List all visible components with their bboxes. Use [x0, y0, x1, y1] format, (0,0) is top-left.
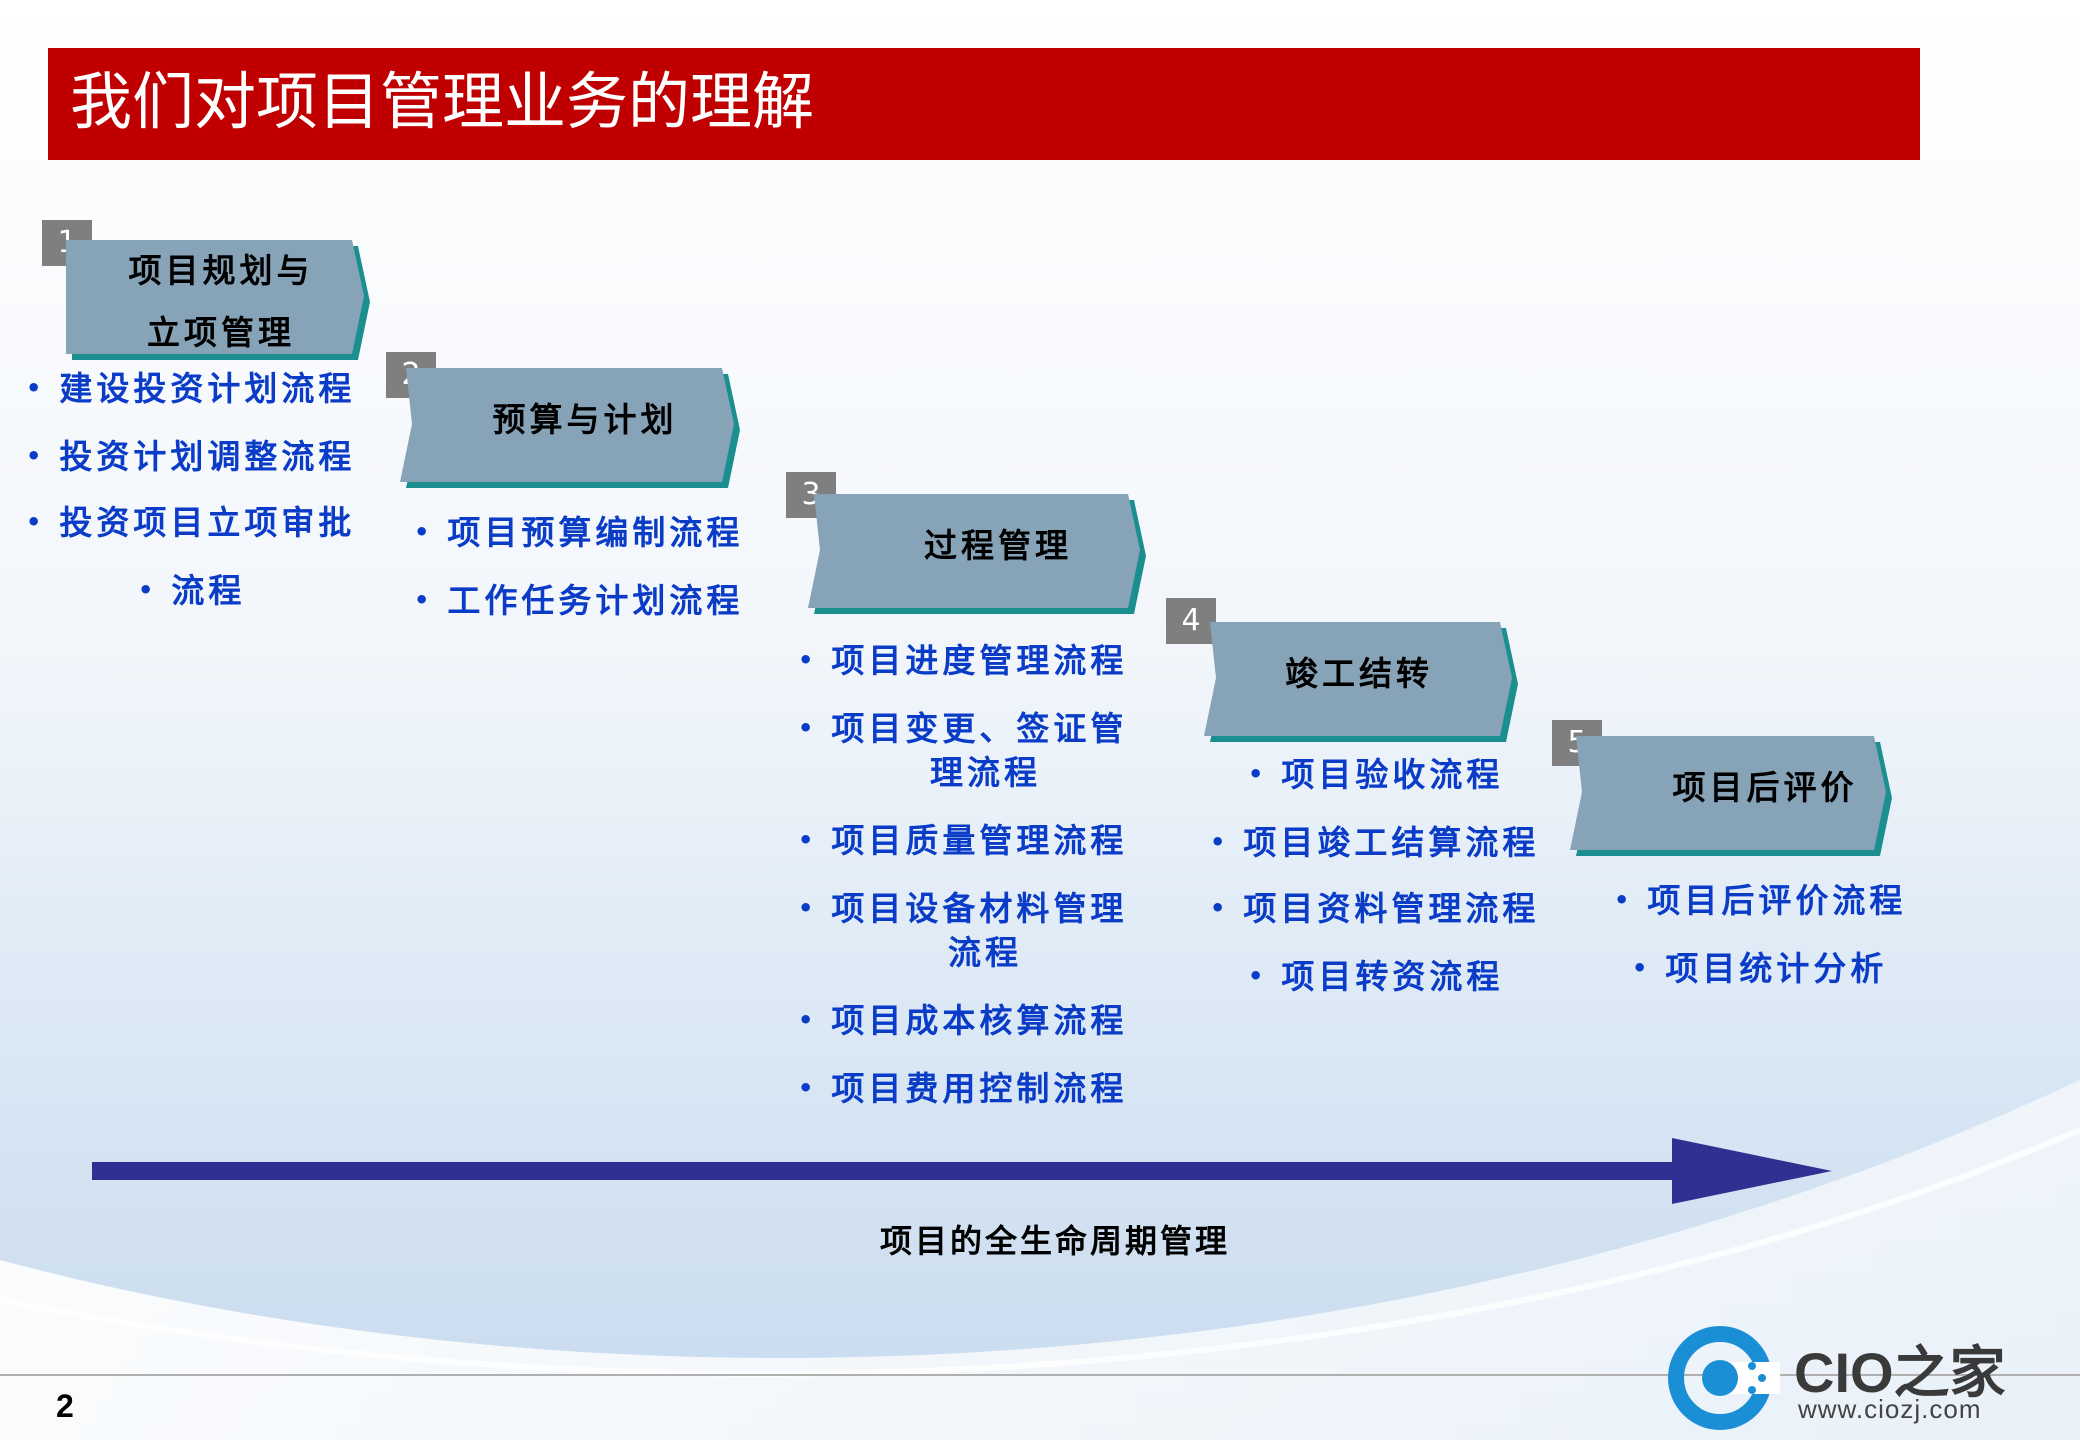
title-bar: 我们对项目管理业务的理解	[48, 48, 1920, 160]
stage-label-1a: 项目规划与	[128, 251, 314, 290]
list-item: •项目资料管理流程	[1210, 889, 1540, 928]
stage-number-4: 4	[1166, 598, 1216, 644]
stage-label-1b: 立项管理	[147, 313, 295, 352]
page-title: 我们对项目管理业务的理解	[70, 65, 815, 138]
stage-label-4: 竣工结转	[1285, 654, 1433, 693]
chevron-tab-shape	[66, 240, 370, 360]
list-item: •建设投资计划流程	[26, 369, 356, 408]
list-item: •项目费用控制流程	[798, 1069, 1128, 1108]
right-arrow-icon	[92, 1138, 1832, 1204]
list-item: •项目竣工结算流程	[1210, 823, 1540, 862]
stage-label-3: 过程管理	[924, 526, 1072, 565]
lifecycle-arrow	[92, 1138, 1836, 1208]
list-item-continuation: 理流程	[930, 753, 1041, 792]
list-item: •项目转资流程	[1248, 957, 1504, 996]
list-item: •项目质量管理流程	[798, 821, 1128, 860]
list-item: •项目设备材料管理	[798, 889, 1128, 928]
list-item: •项目成本核算流程	[798, 1001, 1128, 1040]
list-item: •工作任务计划流程	[414, 581, 744, 620]
list-item: •项目统计分析	[1632, 949, 1888, 988]
stage-label-5: 项目后评价	[1672, 768, 1858, 807]
list-item: •项目后评价流程	[1614, 881, 1907, 920]
list-item: •投资项目立项审批	[26, 503, 356, 542]
page-number: 2	[56, 1388, 74, 1424]
stage-tab-4: 竣工结转	[1204, 622, 1520, 744]
list-item: •流程	[138, 571, 246, 610]
stage-tab-1: 项目规划与 立项管理	[66, 240, 372, 362]
chevron-tab-shape	[1204, 622, 1518, 742]
chevron-tab-shape	[808, 494, 1146, 614]
cio-logo-icon	[1668, 1326, 1780, 1430]
list-item: •项目进度管理流程	[798, 641, 1128, 680]
lifecycle-label: 项目的全生命周期管理	[880, 1222, 1231, 1260]
list-item: •投资计划调整流程	[26, 437, 356, 476]
list-item: •项目预算编制流程	[414, 513, 744, 552]
stage-tab-2: 预算与计划	[400, 368, 742, 490]
chevron-tab-shape	[400, 368, 740, 488]
stage-label-2: 预算与计划	[492, 400, 678, 439]
list-item: •项目变更、签证管	[798, 709, 1128, 748]
list-item-continuation: 流程	[948, 933, 1022, 972]
stage-tab-3: 过程管理	[808, 494, 1148, 616]
logo-name: CIO之家	[1794, 1341, 2006, 1404]
stage-tab-5: 项目后评价	[1570, 736, 1894, 858]
chevron-tab-shape	[1570, 736, 1892, 856]
logo-url: www.ciozj.com	[1798, 1394, 1982, 1424]
cio-logo: CIO之家 www.ciozj.com	[1664, 1322, 2024, 1432]
footer-divider	[0, 1374, 2080, 1376]
list-item: •项目验收流程	[1248, 755, 1504, 794]
